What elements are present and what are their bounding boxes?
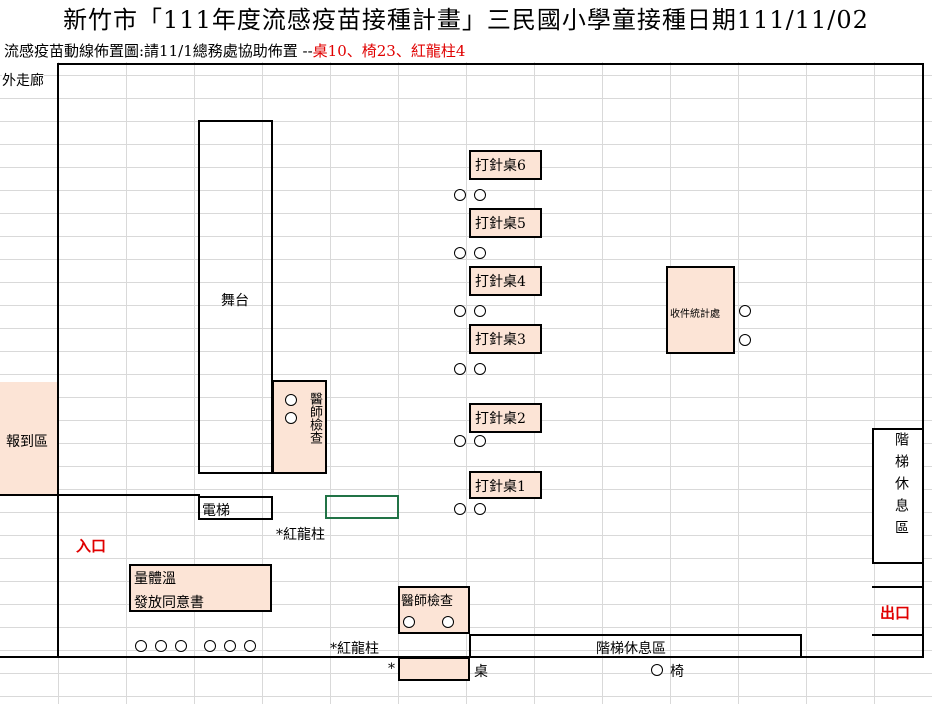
- exit-line-bottom: [872, 634, 924, 636]
- elevator-area: [198, 496, 273, 520]
- chair-circle: [454, 305, 466, 317]
- doctor-check-bottom-label: 醫師檢查: [401, 594, 454, 609]
- chair-circle: [155, 640, 167, 652]
- injection-desk-2: 打針桌2: [469, 403, 542, 433]
- temperature-label-1: 量體溫: [134, 571, 176, 587]
- subtitle-items: 桌10、椅23、紅龍柱4: [312, 42, 466, 60]
- frame-left: [57, 63, 59, 657]
- injection-desk-6: 打針桌6: [469, 150, 542, 180]
- frame-top: [58, 63, 924, 65]
- stairs-rest-right-area: [872, 428, 924, 564]
- chair-circle: [285, 412, 297, 424]
- registration-area: [0, 382, 57, 494]
- page-subtitle: 流感疫苗動線佈置圖:請11/1總務處協助佈置 --桌10、椅23、紅龍柱4: [0, 40, 932, 62]
- chair-circle: [403, 616, 415, 628]
- stage-area: [198, 120, 273, 474]
- chair-circle: [135, 640, 147, 652]
- chair-circle: [454, 247, 466, 259]
- chair-circle: [474, 305, 486, 317]
- chair-circle: [224, 640, 236, 652]
- chair-circle: [244, 640, 256, 652]
- chair-circle: [739, 305, 751, 317]
- legend-desk-swatch: [398, 657, 470, 681]
- selected-cell[interactable]: [325, 495, 399, 519]
- chair-circle: [739, 334, 751, 346]
- chair-circle: [175, 640, 187, 652]
- chair-circle: [474, 435, 486, 447]
- chair-circle: [474, 503, 486, 515]
- chair-circle: [474, 363, 486, 375]
- injection-desk-3: 打針桌3: [469, 324, 542, 354]
- legend-star: *: [388, 661, 395, 677]
- subtitle-main: 流感疫苗動線佈置圖:請11/1總務處協助佈置 --: [4, 42, 313, 60]
- collection-stats-area: [666, 266, 735, 354]
- stairs-rest-bottom-label: 階梯休息區: [596, 641, 666, 657]
- chair-circle: [474, 247, 486, 259]
- chair-circle: [442, 616, 454, 628]
- temperature-area: [129, 564, 272, 612]
- chair-circle: [454, 435, 466, 447]
- chair-circle: [454, 363, 466, 375]
- stanchion-label-2: *紅龍柱: [330, 641, 379, 657]
- chair-circle: [285, 394, 297, 406]
- exit-line-top: [872, 586, 924, 588]
- outer-corridor-label: 外走廊: [2, 70, 44, 90]
- injection-desk-5: 打針桌5: [469, 208, 542, 238]
- exit-label: 出口: [880, 604, 911, 622]
- registration-label: 報到區: [6, 434, 48, 450]
- elevator-label: 電梯: [202, 503, 230, 519]
- chair-circle: [204, 640, 216, 652]
- stairs-rest-right-label: 階梯休息區: [893, 432, 909, 542]
- doctor-check-vertical-area: [272, 380, 327, 474]
- page-title: 新竹市「111年度流感疫苗接種計畫」三民國小學童接種日期111/11/02: [0, 0, 932, 40]
- chair-circle: [454, 503, 466, 515]
- doctor-check-bottom-area: [398, 586, 470, 634]
- collection-stats-label: 收件統計處: [670, 309, 720, 320]
- frame-right: [922, 63, 924, 657]
- legend-chair-circle: [651, 664, 663, 676]
- stairs-rest-bottom-area: [469, 634, 802, 658]
- injection-desk-1: 打針桌1: [469, 471, 542, 499]
- doctor-check-vertical-label: 醫師檢查: [307, 392, 322, 444]
- entrance-label: 入口: [76, 537, 107, 555]
- legend-desk-label: 桌: [474, 664, 488, 680]
- stage-label: 舞台: [221, 293, 249, 309]
- temperature-label-2: 發放同意書: [134, 595, 204, 611]
- legend-chair-label: 椅: [670, 664, 684, 680]
- chair-circle: [454, 189, 466, 201]
- injection-desk-4: 打針桌4: [469, 266, 542, 296]
- entrance-line: [0, 494, 200, 496]
- chair-circle: [474, 189, 486, 201]
- stanchion-label-1: *紅龍柱: [276, 527, 325, 543]
